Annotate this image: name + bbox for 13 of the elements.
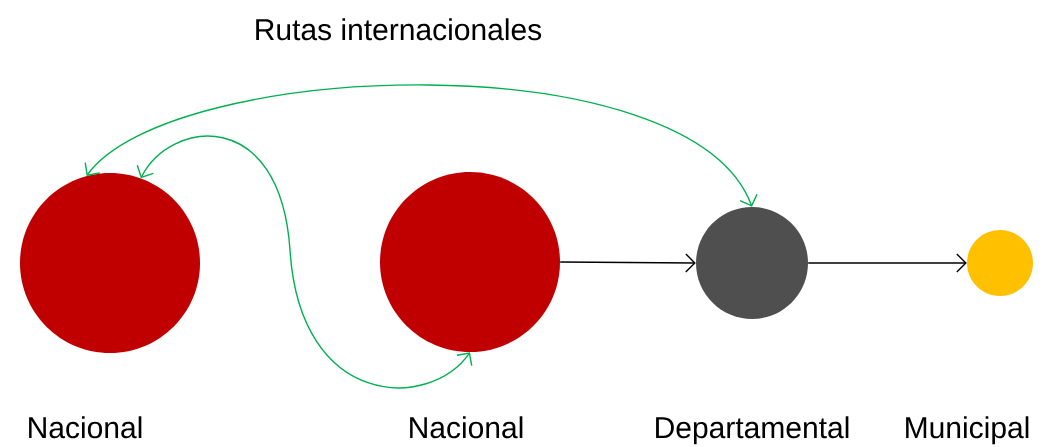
circle-shape [967,230,1033,296]
circle-shape [696,207,808,319]
arrow [807,253,967,273]
circle-shape [20,173,200,353]
arrow [136,135,473,389]
arrow [84,84,758,207]
node-label: Nacional [29,416,142,439]
arrow [559,253,696,273]
circle-shape [380,172,560,352]
node-label: Nacional [410,416,523,439]
title: Rutas internacionales [256,18,542,41]
node-label: Departamental [656,416,849,445]
node-label: Municipal [906,416,1029,445]
